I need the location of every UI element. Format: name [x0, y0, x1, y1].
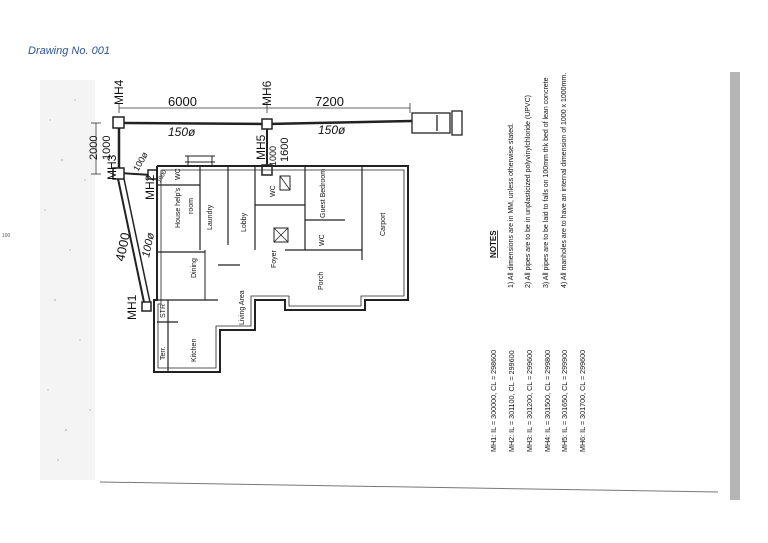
room-wc-lower: WC	[319, 234, 326, 246]
outer-wall	[153, 165, 409, 373]
manhole-mh4	[112, 116, 125, 129]
bottom-rule	[99, 481, 719, 493]
pipe-label-right: 150ø	[318, 123, 346, 137]
room-kitchen: Kitchen	[191, 339, 198, 362]
manhole-labels: MH4 MH6 MH3 MH2 MH5 MH1	[105, 79, 274, 320]
room-carport: Carport	[380, 213, 387, 236]
pipe-runs	[116, 119, 413, 308]
level-mh3: MH3: IL = 301200, CL = 299600	[525, 350, 534, 452]
label-mh6: MH6	[260, 80, 274, 106]
drainage-drawing: 6000 7200 150ø 150ø 2000 1000 1600 1000 …	[28, 70, 740, 500]
level-mh5: MH5: IL = 301650, CL = 299900	[560, 350, 569, 452]
outer-wall-inner	[157, 169, 405, 369]
dim-1000-left: 1000	[101, 136, 113, 160]
scan-edge	[730, 72, 740, 500]
septic-tank	[411, 110, 463, 136]
notes-block: NOTES 1) All dimensions are in MM, unles…	[489, 73, 568, 288]
level-mh1: MH1: IL = 300000, CL = 298600	[489, 350, 498, 452]
dim-100-diag: 100ø	[140, 231, 157, 258]
manhole-mh6	[261, 118, 273, 130]
room-room: room	[188, 198, 195, 214]
pipe-mh3-mh1-b	[122, 173, 152, 308]
dim-4000: 4000	[112, 231, 133, 262]
dim-1000-mid: 1000	[268, 146, 278, 166]
pipe-label-left: 150ø	[168, 125, 196, 139]
dim-6000: 6000	[168, 94, 197, 109]
label-mh2: MH2	[143, 174, 157, 200]
level-mh2: MH2: IL = 301100, CL = 299600	[507, 350, 516, 452]
dimension-labels: 6000 7200 150ø 150ø 2000 1000 1600 1000 …	[88, 94, 346, 263]
label-mh1: MH1	[125, 294, 139, 320]
note-1: 1) All dimensions are in MM, unless othe…	[508, 123, 515, 288]
paper-background	[28, 70, 740, 500]
level-mh4: MH4: IL = 301500, CL = 299800	[543, 350, 552, 452]
notes-heading: NOTES	[489, 230, 498, 258]
manhole-mh1	[141, 301, 152, 312]
drawing-title: Drawing No. 001	[28, 45, 110, 57]
label-mh5: MH5	[254, 134, 268, 160]
dim-2000: 2000	[88, 136, 100, 160]
room-wc-mid: WC	[270, 185, 277, 197]
dim-1600: 1600	[279, 138, 291, 162]
dimension-lines	[91, 103, 411, 175]
room-house-help: House help's	[175, 187, 182, 228]
pipe-mh4-mh6	[118, 121, 268, 126]
manhole-mh3	[112, 167, 125, 180]
manhole-levels: MH1: IL = 300000, CL = 298600 MH2: IL = …	[489, 350, 587, 452]
room-dining: Dining	[191, 258, 198, 278]
label-mh3: MH3	[105, 154, 119, 180]
pipe-mh6-outfall	[266, 119, 413, 126]
room-laundry: Laundry	[207, 204, 214, 230]
room-str: STR	[160, 304, 167, 318]
level-mh6: MH6: IL = 301700, CL = 299600	[578, 350, 587, 452]
wc-fixture	[273, 227, 289, 243]
room-labels: WC House help's room Laundry Lobby WC Gu…	[160, 168, 387, 362]
scan-noise	[40, 80, 95, 480]
room-guest-bedroom: Guest Bedroom	[320, 169, 327, 218]
room-lobby: Lobby	[241, 212, 248, 232]
room-foyer: Foyer	[271, 249, 278, 268]
note-3: 3) All pipes are to be laid to falls on …	[543, 77, 550, 288]
note-2: 2) All pipes are to be in unplasticized …	[525, 95, 532, 288]
pipe-mh3-mh1	[116, 173, 146, 308]
room-porch: Porch	[318, 272, 325, 290]
page-number: 100	[2, 233, 11, 239]
label-mh4: MH4	[112, 79, 126, 105]
room-terr: Terr.	[160, 346, 167, 360]
room-living-area: Living Area	[239, 290, 246, 325]
room-wc-top: WC	[175, 168, 182, 180]
floor-plan-walls	[153, 155, 409, 373]
dim-7200: 7200	[315, 94, 344, 109]
note-4: 4) All manholes are to have an internal …	[561, 73, 568, 288]
